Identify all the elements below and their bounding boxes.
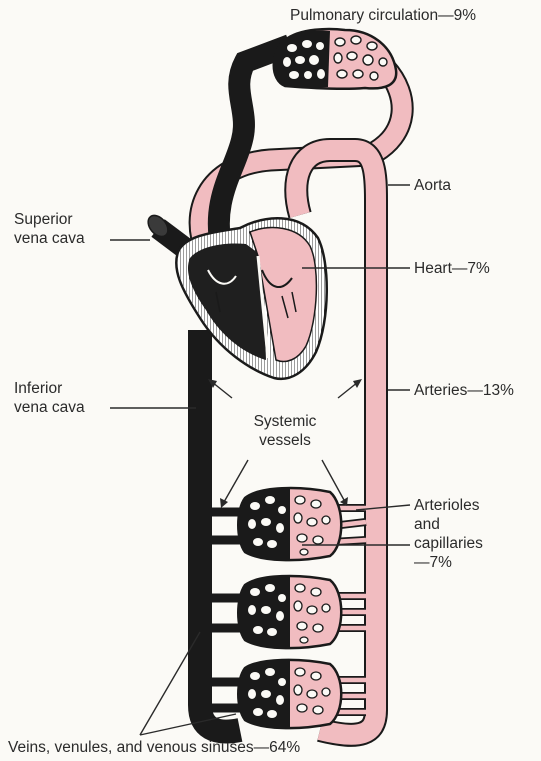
label-systemic-line2: vessels	[240, 431, 330, 450]
arrow-ur	[353, 379, 362, 388]
label-systemic-vessels: Systemic vessels	[240, 412, 330, 450]
label-superior-line2: vena cava	[14, 229, 85, 248]
label-arterioles-line2: and	[414, 515, 483, 534]
label-aorta: Aorta	[414, 176, 451, 195]
label-veins-venules: Veins, venules, and venous sinuses—64%	[8, 738, 300, 757]
arrow-ll	[220, 498, 228, 508]
label-systemic-line1: Systemic	[240, 412, 330, 431]
label-inferior-vena-cava: Inferior vena cava	[14, 379, 85, 417]
label-pulmonary-circulation: Pulmonary circulation—9%	[290, 6, 476, 25]
leader-systemic-ll	[224, 460, 248, 502]
label-superior-line1: Superior	[14, 210, 85, 229]
label-inferior-line2: vena cava	[14, 398, 85, 417]
inferior-vena-cava	[200, 330, 240, 732]
label-inferior-line1: Inferior	[14, 379, 85, 398]
label-arterioles-line4: —7%	[414, 553, 483, 572]
capillary-bed-middle	[212, 576, 366, 648]
label-heart: Heart—7%	[414, 259, 490, 278]
label-superior-vena-cava: Superior vena cava	[14, 210, 85, 248]
capillary-bed-lower	[212, 660, 366, 728]
label-arterioles-line3: capillaries	[414, 534, 483, 553]
capillary-beds	[212, 488, 366, 728]
label-arteries: Arteries—13%	[414, 381, 514, 400]
label-arterioles-capillaries: Arterioles and capillaries —7%	[414, 496, 483, 572]
label-arterioles-line1: Arterioles	[414, 496, 483, 515]
